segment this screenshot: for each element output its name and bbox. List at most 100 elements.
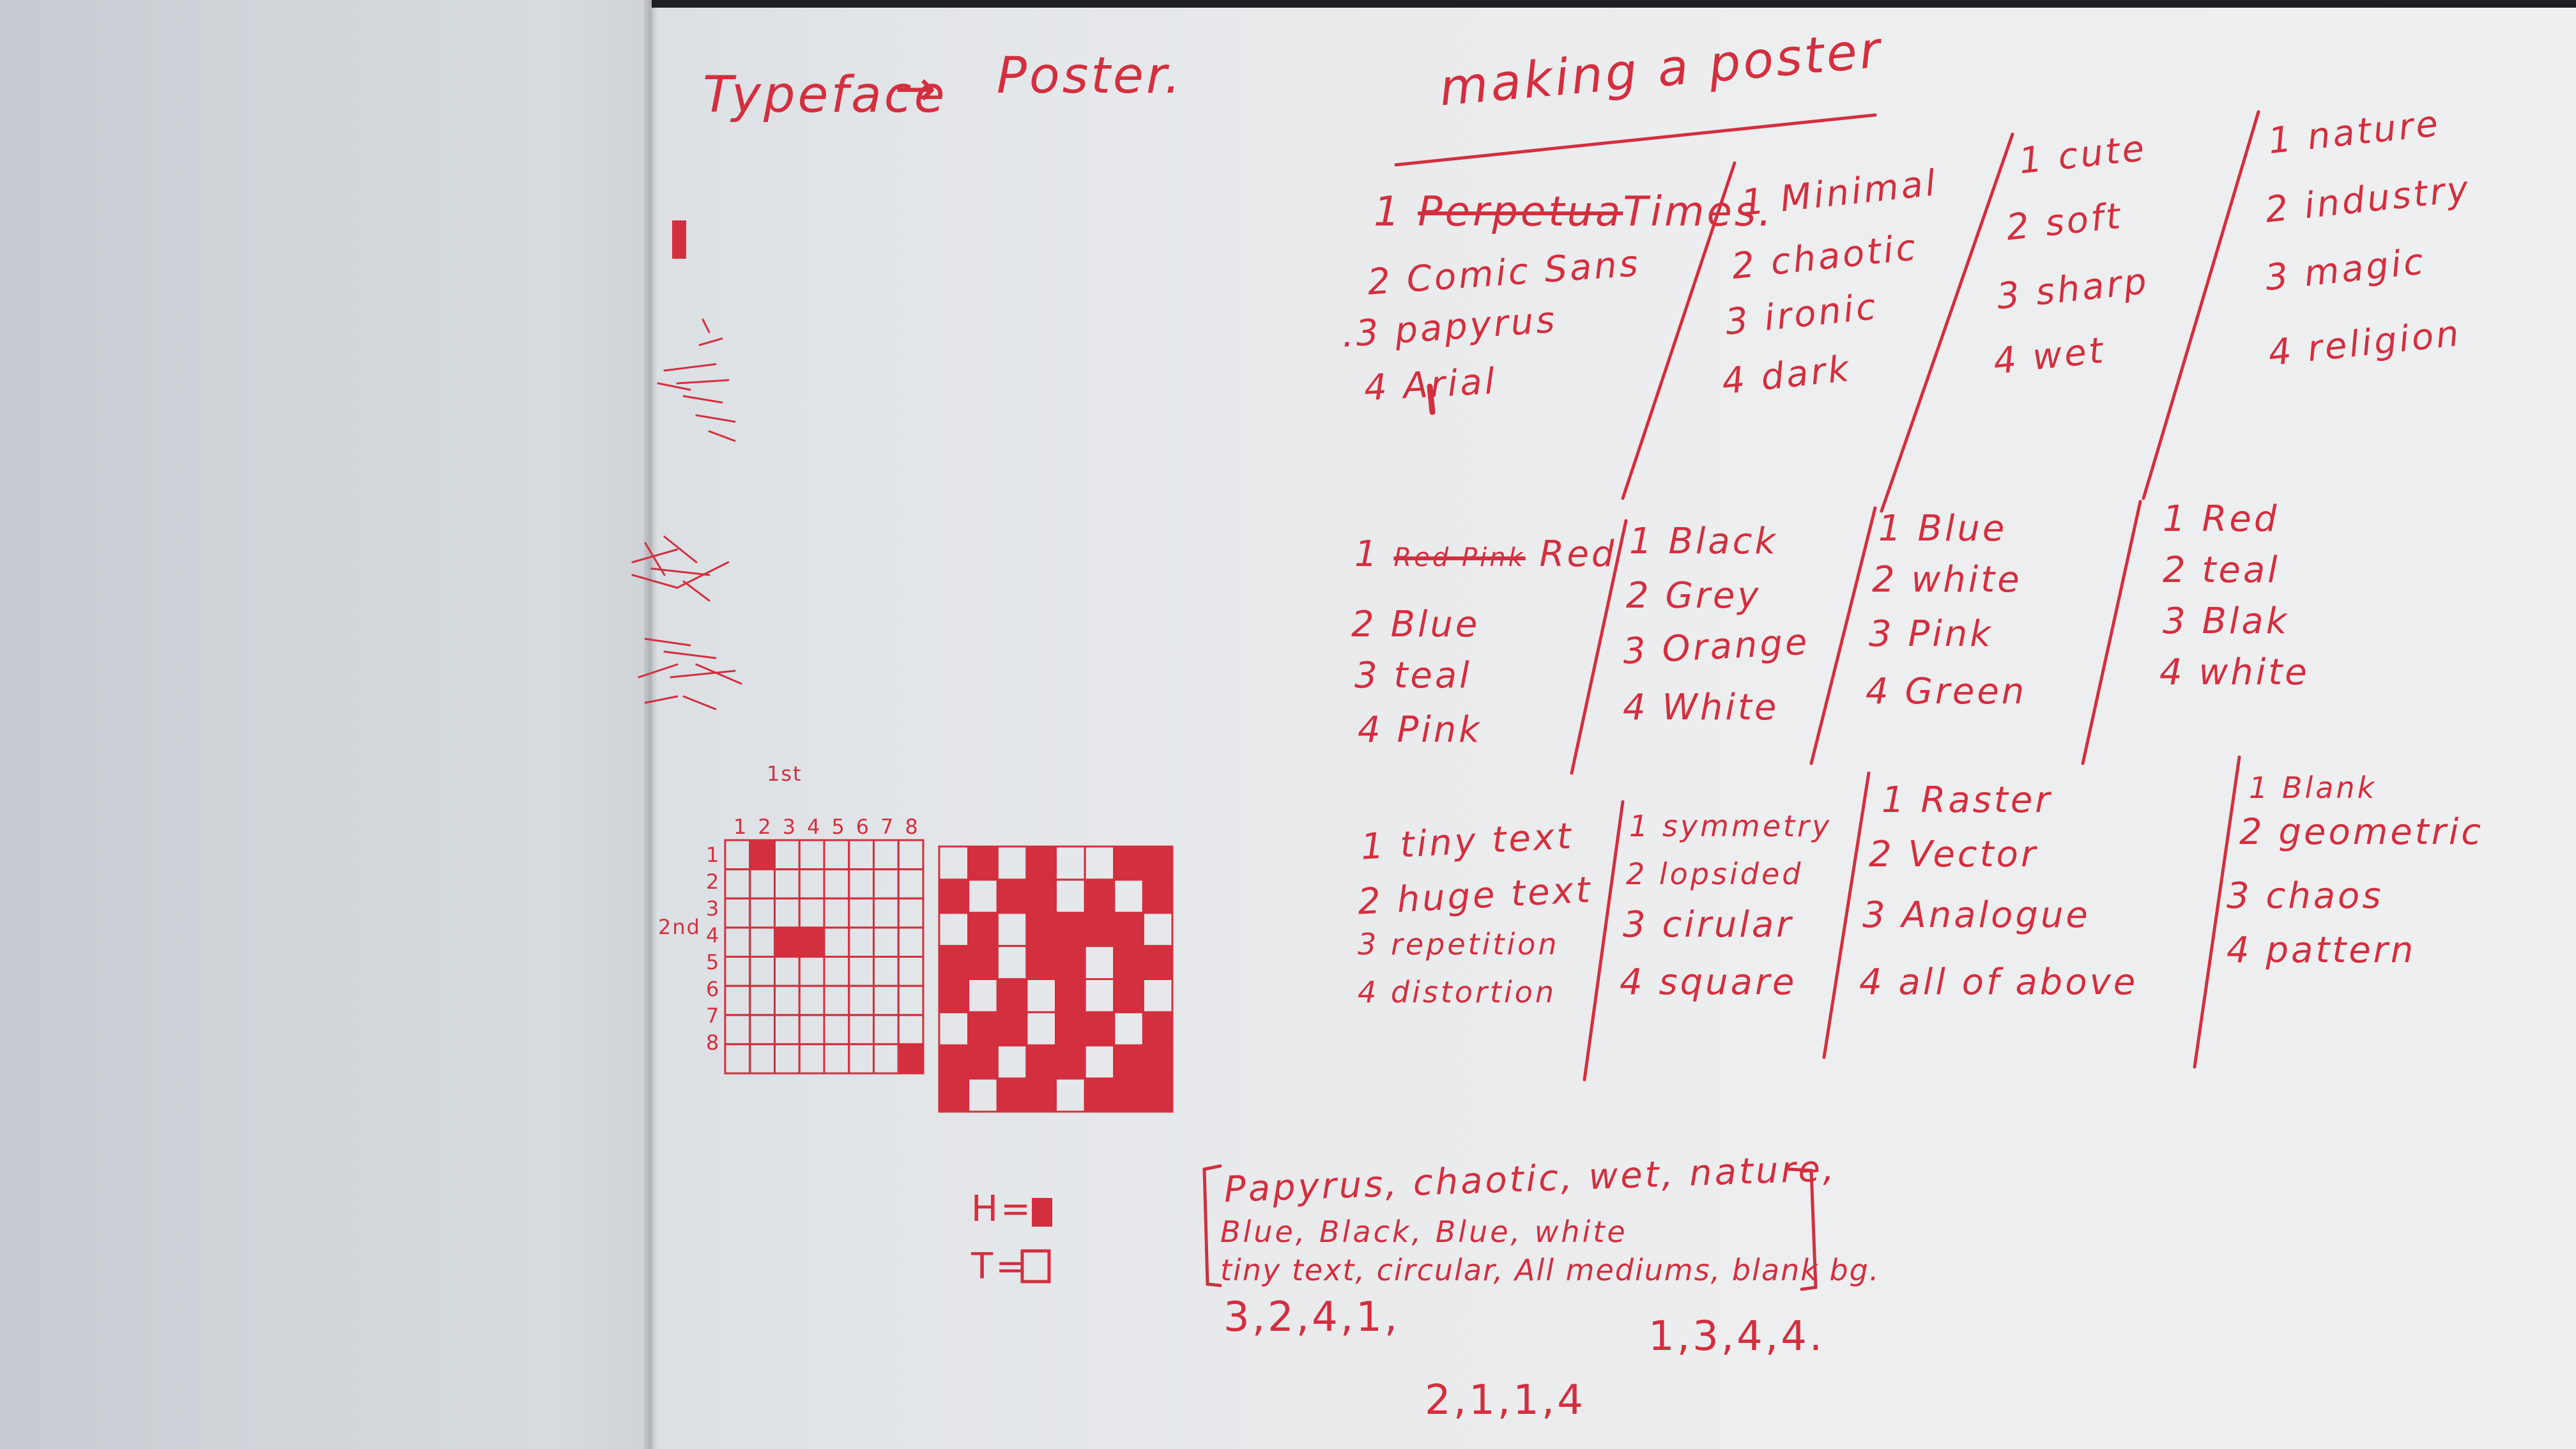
title-arrow: → [894, 60, 939, 118]
option-row: 1 PerpetuaTimes. [1374, 192, 1774, 233]
option-number: 1 [1354, 533, 1380, 575]
option-text: cirular [1662, 904, 1794, 946]
row-number: 2 [706, 870, 731, 894]
row-number: 1 [706, 843, 731, 867]
grid-cell [798, 868, 825, 900]
grid-cell [749, 1043, 776, 1075]
grid-cell [823, 1014, 850, 1045]
grid-cell [873, 985, 900, 1016]
option-number: 2 [1626, 575, 1652, 617]
option-number: 2 [1351, 604, 1377, 645]
option-number: 4 [2159, 652, 2185, 693]
grid-cell [938, 945, 970, 980]
grid-cell [873, 956, 900, 987]
option-row: 4 Pink [1358, 712, 1482, 748]
option-number: 3 [1354, 655, 1380, 696]
grid-cell [873, 868, 900, 900]
option-row: 4 white [2159, 655, 2310, 691]
option-text: Red [1539, 533, 1617, 575]
option-row: 4 square [1620, 965, 1797, 1000]
option-text: white [2198, 652, 2310, 693]
option-text: Analogue [1901, 894, 2090, 936]
grid-cell [1113, 878, 1144, 914]
option-number: 3 [2227, 875, 2252, 917]
grid-cell [1025, 1044, 1057, 1080]
option-row: 3 Pink [1869, 617, 1993, 652]
grid-cell [1113, 1011, 1144, 1046]
option-row: 1 Red [2163, 502, 2279, 537]
column-divider [1809, 506, 1877, 765]
option-number: 3 [1862, 894, 1888, 936]
grid-cell [1113, 1044, 1144, 1080]
row-number: 4 [706, 923, 731, 947]
grid-cell [798, 839, 825, 871]
grid-cell [774, 1014, 801, 1045]
option-number: 3 [2163, 601, 2188, 642]
grid-cell [967, 1044, 999, 1080]
sequence-c: 2,1,1,4 [1425, 1377, 1586, 1424]
grid-cell [1084, 1011, 1116, 1046]
row-number: 3 [706, 896, 731, 921]
option-number: 1 [2163, 498, 2188, 540]
option-text: Grey [1665, 575, 1761, 617]
grid-cell [848, 956, 875, 987]
grid-cell [1084, 978, 1116, 1013]
sketch-solid-mark [672, 220, 686, 259]
grid-column-numbers: 12345678 [733, 815, 930, 839]
grid-cell [967, 912, 999, 947]
grid-second-label: 2nd [658, 915, 701, 939]
option-number: 4 [1866, 671, 1891, 712]
grid-cell [1113, 978, 1144, 1013]
legend-filled-square [1032, 1198, 1052, 1227]
grid-cell [897, 985, 924, 1016]
grid-cell [873, 1043, 900, 1075]
struck-text: Perpetua [1418, 188, 1623, 236]
sketch-strokes-2 [631, 535, 730, 602]
grid-cell [823, 897, 850, 929]
grid-cell [938, 845, 970, 881]
grid-cell [1055, 1077, 1086, 1113]
option-text: pattern [2266, 930, 2416, 971]
grid-cell [1025, 978, 1057, 1013]
grid-cell [938, 1044, 970, 1080]
option-row: 4 Green [1866, 674, 2027, 710]
summary-box [1202, 1164, 1818, 1291]
grid-cell [1055, 1011, 1086, 1046]
grid-cell [1142, 845, 1174, 881]
grid-cell [1113, 1077, 1144, 1113]
grid-cell [749, 897, 776, 929]
row-number: 8 [706, 1031, 731, 1055]
option-text: teal [2202, 549, 2280, 591]
notebook-spine [644, 0, 657, 1449]
row-number: 7 [706, 1004, 731, 1028]
option-row: 3 Analogue [1862, 898, 2090, 933]
legend-h-label: H= [971, 1188, 1034, 1230]
sequence-b: 1,3,4,4. [1648, 1313, 1825, 1360]
option-row: 1 Black [1629, 524, 1778, 560]
grid-cell [1113, 845, 1144, 881]
option-text: Raster [1920, 779, 2053, 821]
grid-cell [967, 1077, 999, 1113]
grid-cell [823, 956, 850, 987]
grid-cell [848, 926, 875, 958]
grid-cell [1084, 1044, 1116, 1080]
grid-cell [848, 897, 875, 929]
option-number: 3 [1869, 613, 1894, 655]
option-row: 3 cirular [1623, 907, 1793, 943]
grid-cell [1142, 1011, 1174, 1046]
option-number: 1 [2249, 770, 2271, 805]
option-row: 4 all of above [1859, 965, 2138, 1000]
grid-cell [749, 985, 776, 1016]
grid-cell [1084, 878, 1116, 914]
option-text: distortion [1390, 975, 1557, 1009]
grid-cell [823, 926, 850, 958]
grid-cell [749, 839, 776, 871]
grid-cell [798, 1014, 825, 1045]
grid-cell [897, 1043, 924, 1075]
option-row: 2 teal [2163, 553, 2280, 588]
grid-cell [1084, 845, 1116, 881]
option-text: Blue [1917, 508, 2007, 549]
option-row: 3 teal [1354, 658, 1472, 694]
grid-cell [938, 1011, 970, 1046]
